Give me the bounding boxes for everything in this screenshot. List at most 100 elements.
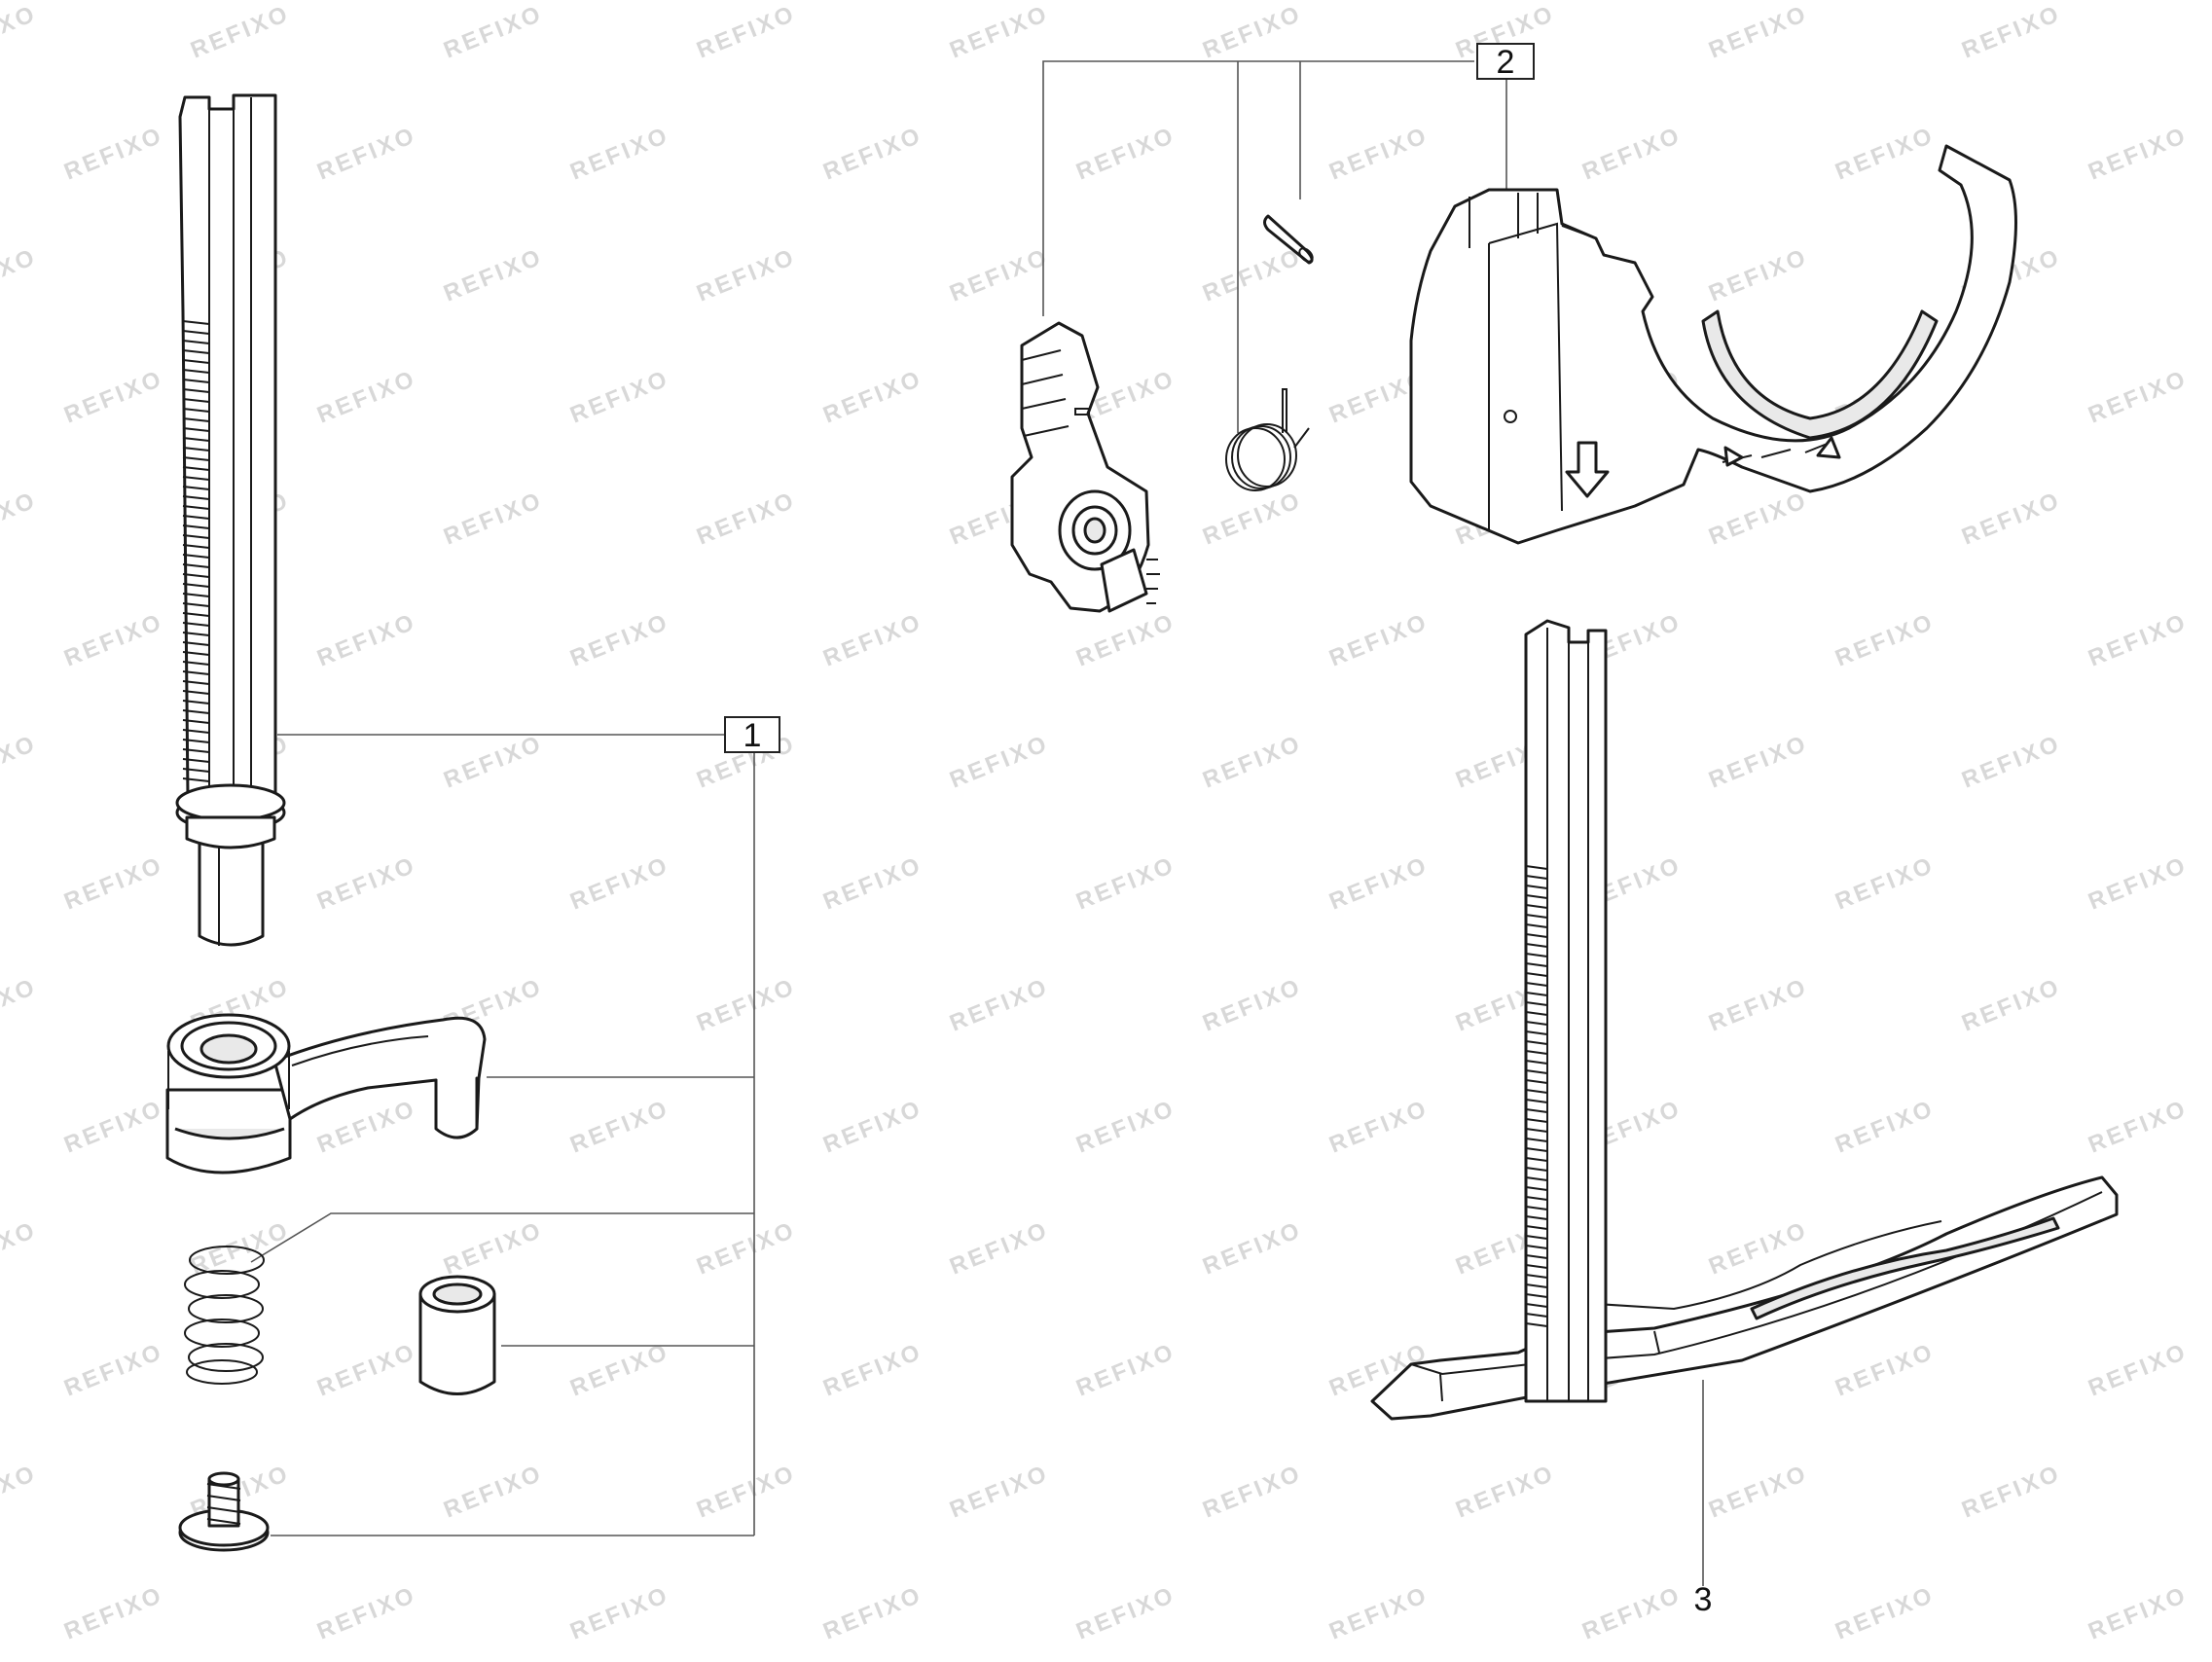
lever-part xyxy=(165,1013,487,1174)
rack-tooth xyxy=(182,486,210,490)
watermark-text: REFIXO xyxy=(1578,122,1686,185)
callout-1-label: 1 xyxy=(743,717,762,754)
watermark-text: REFIXO xyxy=(313,1581,420,1644)
rack-tooth xyxy=(1525,1060,1548,1065)
base-rail-part xyxy=(1370,619,2119,1421)
watermark-text: REFIXO xyxy=(566,851,673,915)
watermark-text: REFIXO xyxy=(1958,1460,2065,1523)
watermark-text: REFIXO xyxy=(0,1460,41,1523)
watermark-text: REFIXO xyxy=(187,0,294,63)
watermark-text: REFIXO xyxy=(819,608,926,671)
watermark-text: REFIXO xyxy=(60,851,167,915)
watermark-text: REFIXO xyxy=(0,243,41,307)
rack-tooth xyxy=(1525,992,1548,996)
rack-tooth xyxy=(1525,1206,1548,1210)
rack-tooth xyxy=(1525,1030,1548,1035)
watermark-text: REFIXO xyxy=(1325,122,1432,185)
watermark-text: REFIXO xyxy=(60,365,167,428)
rack-tooth xyxy=(182,670,210,675)
watermark-text: REFIXO xyxy=(313,608,420,671)
watermark-text: REFIXO xyxy=(946,973,1053,1036)
watermark-text: REFIXO xyxy=(1072,851,1179,915)
watermark-text: REFIXO xyxy=(1199,973,1306,1036)
rack-tooth xyxy=(182,583,210,588)
rack-tooth xyxy=(1525,865,1548,870)
watermark-text: REFIXO xyxy=(566,365,673,428)
watermark-text: REFIXO xyxy=(1831,1095,1939,1158)
rack-teeth xyxy=(1525,865,1548,1327)
watermark-text: REFIXO xyxy=(313,1095,420,1158)
callout-2: 2 xyxy=(1476,43,1535,81)
watermark-text: REFIXO xyxy=(2085,1095,2192,1158)
watermark-text: REFIXO xyxy=(440,243,547,307)
watermark-text: REFIXO xyxy=(60,122,167,185)
rack-tooth xyxy=(1525,933,1548,938)
watermark-text: REFIXO xyxy=(1578,1581,1686,1644)
rack-tooth xyxy=(182,505,210,510)
watermark-text: REFIXO xyxy=(1325,1581,1432,1644)
rack-tooth xyxy=(1525,1147,1548,1152)
watermark-text: REFIXO xyxy=(566,1095,673,1158)
rack-tooth xyxy=(182,515,210,520)
watermark-text: REFIXO xyxy=(566,1338,673,1401)
rack-tooth xyxy=(1525,1245,1548,1249)
watermark-text: REFIXO xyxy=(819,851,926,915)
watermark-text: REFIXO xyxy=(1072,608,1179,671)
rack-tooth xyxy=(182,748,210,753)
watermark-text: REFIXO xyxy=(946,243,1053,307)
watermark-text: REFIXO xyxy=(819,1338,926,1401)
watermark-text: REFIXO xyxy=(1072,1338,1179,1401)
watermark-text: REFIXO xyxy=(946,1460,1053,1523)
watermark-text: REFIXO xyxy=(1452,1460,1559,1523)
watermark-text: REFIXO xyxy=(1325,1095,1432,1158)
watermark-text: REFIXO xyxy=(1705,730,1812,793)
watermark-text: REFIXO xyxy=(1958,730,2065,793)
rack-tooth xyxy=(182,340,210,344)
rack-tooth xyxy=(1525,1108,1548,1113)
rack-tooth xyxy=(182,651,210,656)
rack-tooth xyxy=(1525,1313,1548,1318)
watermark-text: REFIXO xyxy=(1705,243,1812,307)
watermark-text: REFIXO xyxy=(2085,365,2192,428)
rack-tooth xyxy=(182,690,210,695)
watermark-text: REFIXO xyxy=(693,243,800,307)
rack-tooth xyxy=(182,612,210,617)
rack-tooth xyxy=(182,729,210,734)
rack-tooth xyxy=(182,388,210,393)
watermark-text: REFIXO xyxy=(313,122,420,185)
compression-spring-part xyxy=(184,1246,265,1385)
rack-tooth xyxy=(1525,1293,1548,1298)
rack-tooth xyxy=(1525,1235,1548,1240)
watermark-text: REFIXO xyxy=(440,487,547,550)
pin-part xyxy=(1263,214,1314,265)
watermark-text: REFIXO xyxy=(1958,0,2065,63)
rack-tooth xyxy=(1525,1011,1548,1016)
watermark-text: REFIXO xyxy=(440,1216,547,1280)
rack-tooth xyxy=(1525,1196,1548,1201)
rack-tooth xyxy=(1525,1138,1548,1142)
rack-tooth xyxy=(1525,1021,1548,1026)
rack-tooth xyxy=(1525,1176,1548,1181)
watermark-text: REFIXO xyxy=(566,122,673,185)
watermark-text: REFIXO xyxy=(440,0,547,63)
rack-tooth xyxy=(182,719,210,724)
rack-tooth xyxy=(182,495,210,500)
rack-tooth xyxy=(182,602,210,607)
rack-tooth xyxy=(182,466,210,471)
watermark-text: REFIXO xyxy=(1705,1216,1812,1280)
rack-tooth xyxy=(1525,894,1548,899)
watermark-text: REFIXO xyxy=(0,487,41,550)
leader-spring xyxy=(250,1212,754,1263)
watermark-text: REFIXO xyxy=(0,0,41,63)
rack-tooth xyxy=(1525,1079,1548,1084)
rack-tooth xyxy=(182,379,210,383)
rack-tooth xyxy=(1525,962,1548,967)
callout-2-label: 2 xyxy=(1497,44,1515,81)
torsion-spring-part xyxy=(1225,388,1310,491)
rack-tooth xyxy=(182,437,210,442)
watermark-text: REFIXO xyxy=(60,1095,167,1158)
watermark-text: REFIXO xyxy=(566,1581,673,1644)
watermark-text: REFIXO xyxy=(440,1460,547,1523)
watermark-text: REFIXO xyxy=(819,1095,926,1158)
rack-tooth xyxy=(1525,1099,1548,1103)
